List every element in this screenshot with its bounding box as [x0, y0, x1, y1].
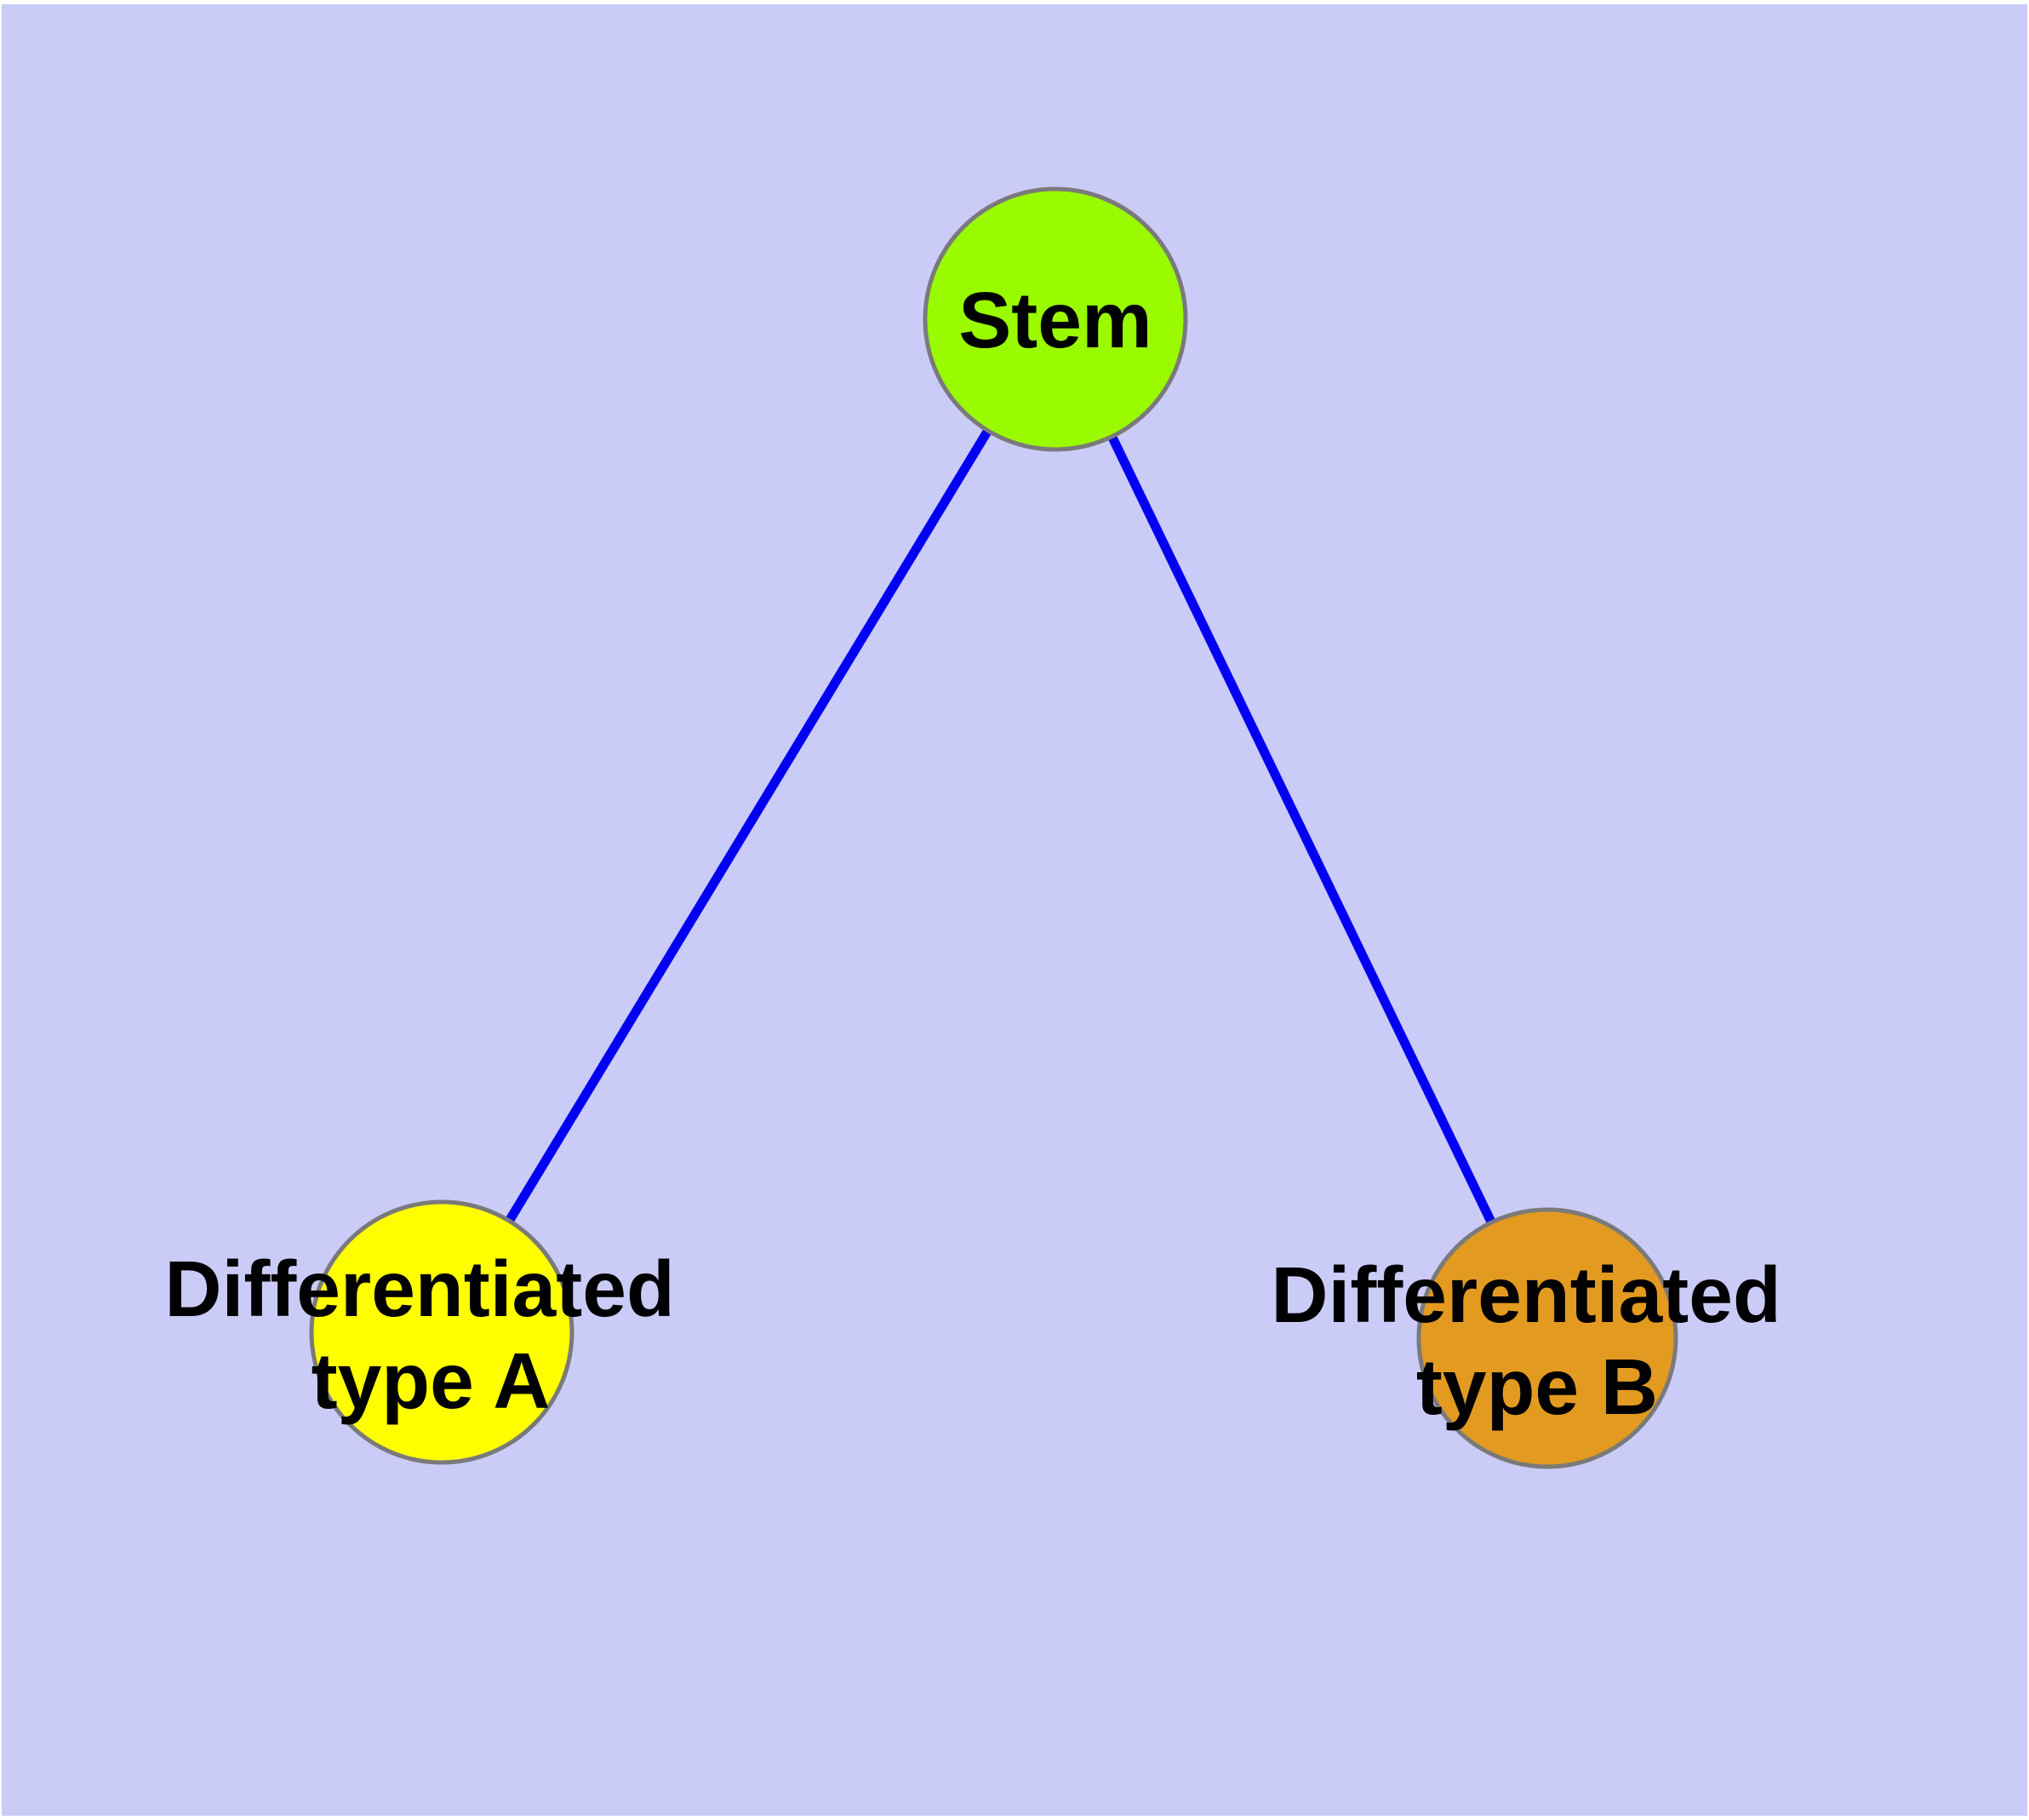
type-a-node — [309, 1199, 574, 1465]
type-a-node-label: Differentiated type A — [164, 1245, 696, 1425]
edge-stem-to-type-a — [437, 317, 1060, 1335]
type-b-node — [1416, 1207, 1678, 1469]
type-a-label-line2: type A — [311, 1336, 551, 1425]
type-a-label-line1: Differentiated — [164, 1245, 674, 1333]
type-b-label-line2: type B — [1416, 1342, 1658, 1431]
type-b-label-line1: Differentiated — [1271, 1251, 1780, 1339]
type-b-node-label: Differentiated type B — [1271, 1251, 1803, 1431]
stem-node — [923, 186, 1188, 452]
edge-stem-to-type-b — [1051, 317, 1552, 1341]
stem-node-label: Stem — [958, 276, 1152, 364]
